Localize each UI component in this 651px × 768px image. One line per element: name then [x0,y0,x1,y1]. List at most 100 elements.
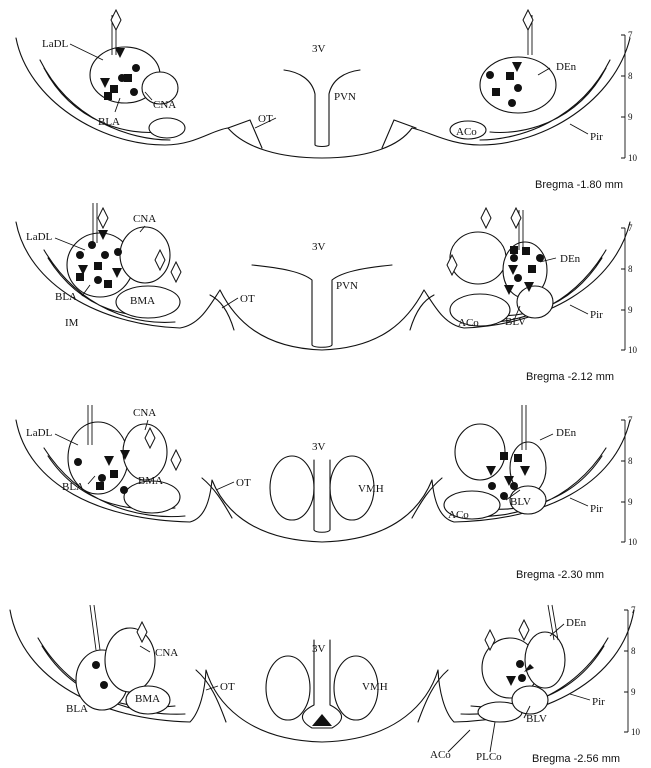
marker-circle [518,674,526,682]
svg-text:10: 10 [628,153,638,163]
bregma-caption: Bregma -2.30 mm [516,569,604,581]
bregma-caption: Bregma -2.12 mm [526,371,614,383]
label-bla: BLA [66,703,88,715]
label-3v: 3V [312,43,326,55]
median-eminence-marker [312,714,332,726]
marker-circle [508,99,516,107]
marker-circle [76,251,84,259]
optic-tract [418,670,448,722]
marker-diamond [98,208,108,228]
label-cna: CNA [133,213,156,225]
label-ladl: LaDL [26,231,53,243]
marker-square [104,92,112,100]
marker-circle [514,84,522,92]
marker-square [522,247,530,255]
svg-text:7: 7 [631,605,636,615]
nucleus-outline [517,286,553,318]
label-ot: OT [236,477,251,489]
label-im: IM [65,317,79,329]
label-ot: OT [220,681,235,693]
label-cna: CNA [155,647,178,659]
svg-text:8: 8 [631,646,636,656]
marker-circle [516,660,524,668]
marker-circle [510,254,518,262]
label-ot: OT [240,293,255,305]
svg-text:10: 10 [628,537,638,547]
label-bma: BMA [138,475,163,487]
marker-diamond [171,262,181,282]
label-pir: Pir [590,503,603,515]
marker-circle [500,492,508,500]
label-3v: 3V [312,643,326,655]
svg-text:9: 9 [628,112,633,122]
marker-square [94,262,102,270]
section-panel-3: LaDL CNA BLA BMA 3V VMH OT ACo BLV DEn P… [16,405,638,581]
label-pvn: PVN [334,91,356,103]
nucleus-outline [123,424,167,480]
marker-circle [114,248,122,256]
marker-square [110,470,118,478]
nucleus-outline [512,686,548,714]
marker-diamond [519,620,529,640]
marker-circle [536,254,544,262]
nucleus-outline [105,628,155,692]
marker-diamond [111,10,121,30]
nucleus-outline [525,632,565,688]
label-bla: BLA [62,481,84,493]
marker-square [514,454,522,462]
marker-diamond [511,208,521,228]
electrode-track [90,605,100,650]
third-ventricle [314,460,330,532]
marker-circle [510,482,518,490]
label-blv: BLV [526,713,547,725]
optic-tract [382,120,416,148]
marker-square [104,280,112,288]
label-bla: BLA [55,291,77,303]
label-pvn: PVN [336,280,358,292]
svg-text:9: 9 [628,305,633,315]
third-ventricle [284,70,360,147]
vmh-outline [270,456,314,520]
marker-square [506,72,514,80]
label-pir: Pir [592,696,605,708]
svg-text:7: 7 [628,30,633,40]
marker-circle [98,474,106,482]
marker-circle [486,71,494,79]
label-vmh: VMH [358,483,384,495]
svg-text:8: 8 [628,456,633,466]
section-panel-4: BLA CNA BMA 3V VMH OT ACo PLCo BLV DEn P… [10,605,641,765]
section-panel-1: LaDL BLA CNA 3V PVN OT ACo DEn Pir 7 8 [16,10,638,191]
label-bma: BMA [135,693,160,705]
label-ladl: LaDL [26,427,53,439]
label-aco: ACo [448,509,469,521]
marker-circle [101,251,109,259]
marker-circle [94,276,102,284]
marker-circle [488,482,496,490]
svg-text:9: 9 [631,687,636,697]
optic-tract [196,670,226,722]
marker-circle [132,64,140,72]
marker-circle [100,681,108,689]
depth-scale: 7 8 9 10 [621,30,638,163]
marker-square [110,85,118,93]
nucleus-outline [455,424,505,480]
label-den: DEn [560,253,581,265]
marker-square [96,482,104,490]
svg-text:10: 10 [631,727,641,737]
depth-scale: 7 8 9 10 [621,415,638,547]
marker-square [124,74,132,82]
label-vmh: VMH [362,681,388,693]
label-cna: CNA [133,407,156,419]
bregma-caption: Bregma -1.80 mm [535,179,623,191]
svg-text:8: 8 [628,264,633,274]
marker-diamond [171,450,181,470]
depth-scale: 7 8 9 10 [624,605,641,737]
label-pir: Pir [590,309,603,321]
marker-circle [92,661,100,669]
label-aco: ACo [456,126,477,138]
svg-text:8: 8 [628,71,633,81]
marker-diamond [523,10,533,30]
optic-tract [202,478,232,518]
marker-square [76,273,84,281]
